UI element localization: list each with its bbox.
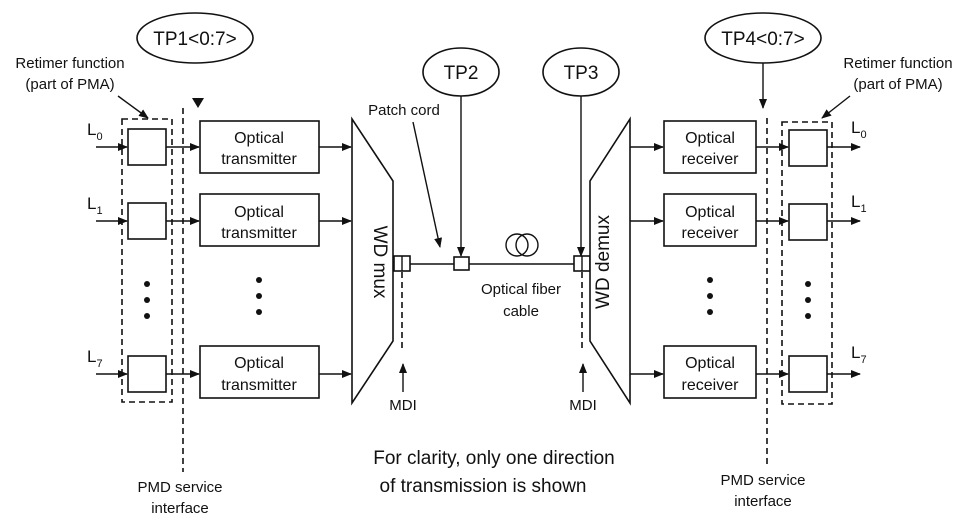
- svg-text:For clarity, only one directio: For clarity, only one direction: [373, 448, 614, 469]
- left-retimer-ellipsis: [144, 281, 150, 319]
- fiber-coil-icon: [505, 233, 539, 257]
- patch-cord-label: Patch cord: [368, 102, 443, 248]
- svg-text:receiver: receiver: [682, 151, 740, 168]
- tp2-label: TP2: [444, 63, 479, 84]
- mdi-left-label: MDI: [389, 397, 417, 414]
- svg-text:Optical: Optical: [685, 130, 735, 147]
- svg-text:Patch cord: Patch cord: [368, 102, 440, 119]
- wd-mux: WD mux: [351, 116, 394, 406]
- optical-receiver-1: Optical receiver: [663, 193, 757, 247]
- retimer-left-group: [121, 118, 173, 403]
- svg-text:Optical: Optical: [234, 130, 284, 147]
- retimer-right-label: Retimer function (part of PMA): [821, 55, 953, 119]
- wd-demux: WD demux: [589, 116, 631, 406]
- retimer-right-group: [781, 121, 833, 405]
- svg-text:PMD service: PMD service: [137, 479, 222, 496]
- svg-text:transmitter: transmitter: [221, 377, 297, 394]
- svg-text:receiver: receiver: [682, 377, 740, 394]
- fiber-label: Optical fiber cable: [481, 281, 561, 320]
- retimer-left-label: Retimer function (part of PMA): [15, 55, 149, 119]
- svg-text:Optical: Optical: [685, 204, 735, 221]
- pmd-right-label: PMD service interface: [720, 472, 805, 510]
- svg-text:PMD service: PMD service: [720, 472, 805, 489]
- optical-transmitter-1: Optical transmitter: [199, 193, 320, 247]
- lane-input-1: L1: [87, 194, 128, 225]
- optical-receiver-7: Optical receiver: [663, 345, 757, 399]
- svg-text:transmitter: transmitter: [221, 151, 297, 168]
- mdi-right-label: MDI: [569, 397, 597, 414]
- tp3-label: TP3: [564, 63, 599, 84]
- svg-text:WD mux: WD mux: [369, 226, 390, 299]
- lane-input-7: L7: [87, 347, 128, 378]
- svg-text:Optical fiber: Optical fiber: [481, 281, 561, 298]
- tp1-pointer-icon: [192, 98, 204, 108]
- tp1-label: TP1<0:7>: [153, 29, 236, 50]
- retimer-right-box-0: [788, 129, 828, 167]
- lane-output-7: L7: [851, 343, 867, 366]
- svg-text:Retimer function: Retimer function: [843, 55, 952, 72]
- retimer-right-box-7: [788, 355, 828, 393]
- patch-cord-connector: [453, 256, 470, 271]
- retimer-left-box-0: [127, 128, 167, 166]
- lane-output-0: L0: [851, 118, 867, 141]
- optical-receiver-0: Optical receiver: [663, 120, 757, 174]
- svg-text:interface: interface: [151, 500, 209, 517]
- direction-note: For clarity, only one direction of trans…: [373, 448, 614, 497]
- svg-text:(part of PMA): (part of PMA): [853, 76, 942, 93]
- svg-text:of transmission is shown: of transmission is shown: [380, 476, 587, 497]
- svg-text:Optical: Optical: [234, 204, 284, 221]
- lane-input-0: L0: [87, 120, 128, 151]
- pmd-left-label: PMD service interface: [137, 479, 222, 517]
- retimer-right-box-1: [788, 203, 828, 241]
- tp3-callout: TP3: [542, 47, 620, 257]
- svg-text:(part of PMA): (part of PMA): [25, 76, 114, 93]
- transmitter-ellipsis: [256, 277, 262, 315]
- right-retimer-ellipsis: [805, 281, 811, 319]
- tp4-label: TP4<0:7>: [721, 29, 804, 50]
- retimer-left-box-7: [127, 355, 167, 393]
- svg-text:Optical: Optical: [234, 355, 284, 372]
- svg-text:Retimer function: Retimer function: [15, 55, 124, 72]
- receiver-ellipsis: [707, 277, 713, 315]
- optical-transmitter-0: Optical transmitter: [199, 120, 320, 174]
- tp1-callout: TP1<0:7>: [136, 12, 254, 64]
- svg-text:L1: L1: [87, 194, 103, 217]
- optical-transmitter-7: Optical transmitter: [199, 345, 320, 399]
- svg-text:transmitter: transmitter: [221, 225, 297, 242]
- tp4-callout: TP4<0:7>: [704, 12, 822, 109]
- svg-text:L7: L7: [87, 347, 103, 370]
- svg-text:receiver: receiver: [682, 225, 740, 242]
- svg-text:interface: interface: [734, 493, 792, 510]
- svg-text:Optical: Optical: [685, 355, 735, 372]
- tp2-callout: TP2: [422, 47, 500, 257]
- lane-output-1: L1: [851, 192, 867, 215]
- svg-text:cable: cable: [503, 303, 539, 320]
- svg-text:WD demux: WD demux: [593, 215, 614, 309]
- svg-text:L0: L0: [87, 120, 103, 143]
- retimer-left-box-1: [127, 202, 167, 240]
